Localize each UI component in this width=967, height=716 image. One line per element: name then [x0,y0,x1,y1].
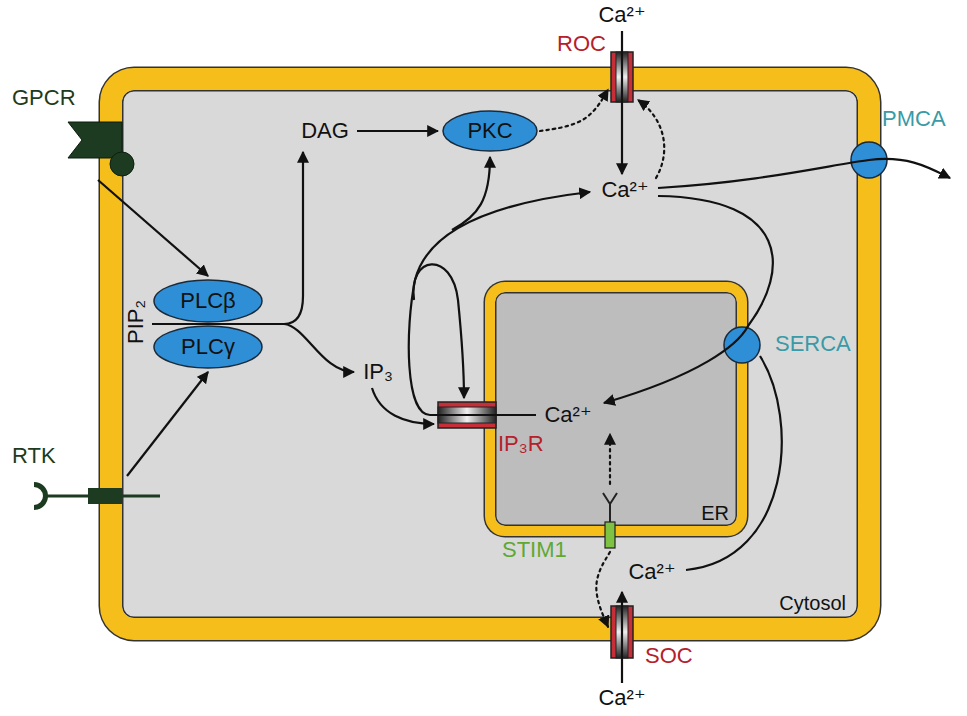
molecule-label: DAG [301,119,349,143]
channel-label: SOC [645,644,693,668]
gpcr-receptor-shape [60,118,136,178]
sensor-fork [603,493,617,504]
transmembrane-block [88,488,122,504]
ellipse-outline [154,326,262,368]
calcium-to-pkc [452,157,490,230]
stim1-sensing [609,434,611,484]
stim1-sensor: STIM1 [598,488,622,550]
channel-label: ROC [557,32,606,56]
enzyme-label: PLCγ [181,335,235,359]
ion-channel: SOC [611,606,633,658]
ion-channel-shape [611,606,633,658]
pump-circle [851,142,887,178]
calcium-pump: PMCA [850,141,888,179]
calcium-pump: SERCA [723,326,761,364]
channel-body [611,606,633,658]
enzyme-label: PLCβ [180,289,235,313]
pathway-arrow [98,180,208,276]
ion-channel-shape [438,402,496,428]
serca-uptake [604,196,773,403]
compartment-label: Cytosol [779,592,846,614]
cicr-loop [413,264,464,398]
pump-label: PMCA [882,107,946,131]
receptor-label: GPCR [12,86,76,110]
channel-pore [616,52,628,102]
roc-influx [621,31,623,174]
pmca-extrusion [658,159,950,188]
g-protein [110,152,134,176]
rtk-receptor-shape [22,478,162,514]
receptor-body [68,122,122,158]
channel-body [611,52,633,102]
channel-pore [616,606,628,658]
pip2-to-dag [152,152,303,324]
calcium-pump-shape [723,326,761,364]
pump-circle [724,327,760,363]
sensor-stalk [609,504,611,524]
enzyme-label: PKC [467,119,512,143]
calcium-feedback [638,100,664,178]
calcium-release [409,192,590,415]
compartment-label: ER [701,502,729,524]
serca-uptake-lower [686,356,782,570]
pump-label: SERCA [775,332,851,356]
gpcr-receptor: GPCR [60,118,136,178]
ligand-cup [34,482,48,510]
enzyme-ellipse: PLCγ [153,325,263,369]
channel-pore [438,407,496,423]
enzyme-ellipse: PKC [442,110,538,152]
soc-influx [621,592,623,683]
ion-channel: ROC [611,52,633,102]
molecule-label: Ca²⁺ [598,686,645,710]
molecule-label: IP₃ [363,360,393,384]
receptor-label: RTK [12,444,56,468]
channel-body [438,402,496,428]
er-membrane: ER [485,282,747,536]
molecule-label: Ca²⁺ [628,560,675,584]
ip3-to-receptor [372,388,434,424]
cell-membrane: Cytosol PLCβPLCγ PKC ER [100,68,880,640]
ellipse-outline [154,280,262,322]
dag-to-pkc [357,130,438,132]
pathway-arrow [127,372,208,476]
sensor-body [605,522,615,548]
pathway-arrow [540,90,608,132]
pathway-arrow [596,552,610,627]
ion-channel-shape [611,52,633,102]
pip2-to-ip3 [284,324,354,372]
enzyme-ellipse: PLCβ [153,279,263,323]
molecule-label: PIP₂ [124,300,148,344]
ellipse-outline [443,111,537,151]
molecule-label: Ca²⁺ [544,403,591,427]
stim1-sensor-shape [598,488,622,550]
rtk-receptor: RTK [22,478,162,514]
sensor-label: STIM1 [502,538,567,562]
molecule-label: Ca²⁺ [598,3,645,27]
molecule-label: Ca²⁺ [601,178,648,202]
channel-label: IP₃R [498,432,544,456]
ion-channel: IP₃R [438,402,496,428]
calcium-pump-shape [850,141,888,179]
